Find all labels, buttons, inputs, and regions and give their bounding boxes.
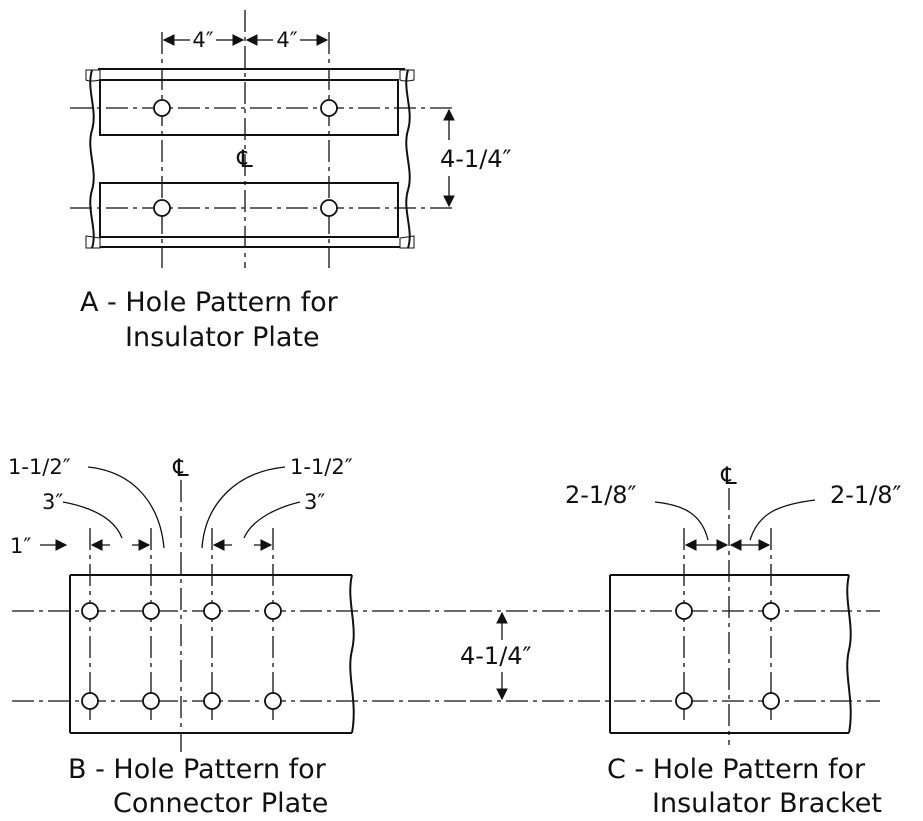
hole xyxy=(142,602,160,620)
hatched-corner xyxy=(399,235,415,249)
hole xyxy=(203,692,221,710)
shared-dimension: 4-1/4″ xyxy=(460,610,880,702)
hole xyxy=(762,692,780,710)
figure-b-connector-plate: ℄ 1-1/2″ 1-1/2″ 3″ 3″ 1″ B - Hole Patter… xyxy=(8,454,470,819)
centerline-symbol: ℄ xyxy=(236,145,253,173)
hole xyxy=(320,199,338,217)
hole xyxy=(675,692,693,710)
leader xyxy=(87,466,165,549)
break-line-left xyxy=(89,69,95,249)
figure-c-insulator-bracket: ℄ 2-1/8″ 2-1/8″ C - Hole Pattern for Ins… xyxy=(565,462,902,819)
hole xyxy=(762,602,780,620)
caption-b-line2: Connector Plate xyxy=(113,788,328,819)
dim-4in-left: 4″ xyxy=(192,28,213,52)
hole xyxy=(675,602,693,620)
hatched-corner xyxy=(85,69,101,82)
dim-4-1-4-a: 4-1/4″ xyxy=(440,145,512,173)
dim-3in-right: 3″ xyxy=(304,490,325,514)
leader xyxy=(749,499,816,541)
dim-3in-left: 3″ xyxy=(42,490,63,514)
break-line-b xyxy=(349,574,355,734)
dim-1in: 1″ xyxy=(10,534,31,558)
caption-a-line1: A - Hole Pattern for xyxy=(80,287,339,318)
hole xyxy=(153,99,171,117)
caption-a-line2: Insulator Plate xyxy=(125,322,320,353)
leader xyxy=(243,501,301,539)
leader xyxy=(654,501,709,541)
leader xyxy=(62,501,123,539)
dim-4in-right: 4″ xyxy=(276,28,297,52)
figure-a-insulator-plate: 4″ 4″ ℄ 4-1/4″ A - Hole Pattern for Insu… xyxy=(70,10,512,353)
break-line-c xyxy=(846,574,852,734)
lower-slot xyxy=(99,182,399,238)
centerline-symbol: ℄ xyxy=(172,454,189,482)
dim-4-1-4-bc: 4-1/4″ xyxy=(460,642,532,670)
dim-2-1-8-left: 2-1/8″ xyxy=(565,481,637,509)
hole xyxy=(81,602,99,620)
hole xyxy=(203,602,221,620)
break-line-right xyxy=(405,69,411,249)
hole xyxy=(142,692,160,710)
caption-b-line1: B - Hole Pattern for xyxy=(68,754,327,785)
dim-2-1-8-right: 2-1/8″ xyxy=(830,481,902,509)
hole xyxy=(153,199,171,217)
hole xyxy=(264,602,282,620)
hole xyxy=(81,692,99,710)
hole xyxy=(320,99,338,117)
caption-c-line2: Insulator Bracket xyxy=(652,788,882,819)
dim-1-1-2-right: 1-1/2″ xyxy=(290,455,353,479)
centerline-symbol: ℄ xyxy=(720,462,737,490)
hole xyxy=(264,692,282,710)
caption-c-line1: C - Hole Pattern for xyxy=(607,754,866,785)
leader xyxy=(201,466,286,549)
dim-1-1-2-left: 1-1/2″ xyxy=(8,455,71,479)
